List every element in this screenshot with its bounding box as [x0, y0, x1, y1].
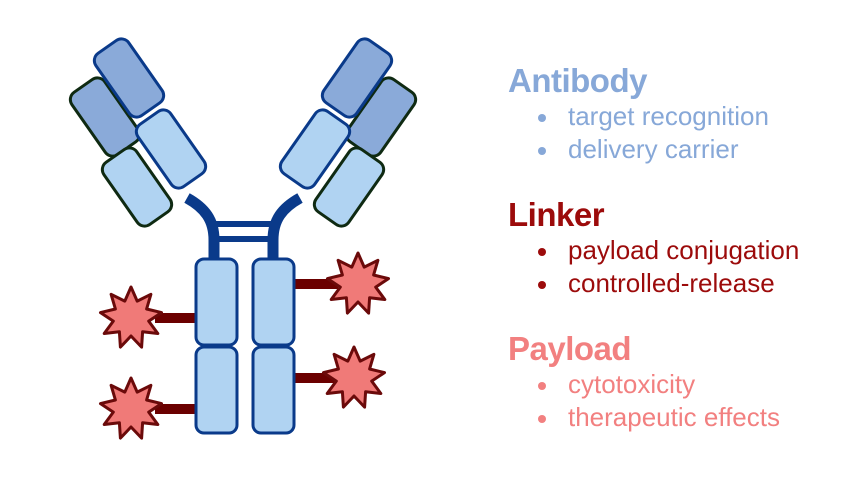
section-title-payload: Payload — [508, 330, 632, 367]
light-chain-constant-right — [312, 146, 386, 228]
list-item: controlled-release — [508, 267, 799, 300]
heavy-chain-variable-right — [320, 37, 394, 119]
list-item-text: delivery carrier — [568, 134, 739, 164]
bullet-icon — [538, 147, 546, 155]
fab-arm-left — [68, 37, 208, 228]
heavy-chain-ch1-right — [278, 108, 352, 190]
payload-star-left-upper — [99, 285, 163, 349]
section-title-linker: Linker — [508, 196, 605, 233]
bullet-icon — [538, 415, 546, 423]
fc-ch3-left — [194, 345, 239, 435]
list-item-text: payload conjugation — [568, 235, 800, 265]
bullet-icon — [538, 281, 546, 289]
legend-section-payload: Payload cytotoxicity therapeutic effects — [508, 330, 780, 434]
legend-section-antibody: Antibody target recognition delivery car… — [508, 62, 769, 166]
fab-arm-right — [278, 37, 418, 228]
list-item: target recognition — [508, 100, 769, 133]
payload-star-right-upper — [326, 251, 390, 315]
payload-star-right-lower — [322, 345, 386, 409]
list-item: payload conjugation — [508, 234, 799, 267]
list-item: therapeutic effects — [508, 401, 780, 434]
bullet-icon — [538, 114, 546, 122]
list-item-text: target recognition — [568, 101, 769, 131]
hinge-region — [184, 193, 303, 262]
list-item: delivery carrier — [508, 133, 769, 166]
list-item-text: controlled-release — [568, 268, 775, 298]
payload-star-left-lower — [99, 376, 163, 440]
light-chain-constant-left — [100, 146, 174, 228]
hinge-right-arm — [267, 193, 303, 262]
adc-diagram — [68, 37, 418, 440]
fc-region — [194, 257, 296, 435]
list-item: cytotoxicity — [508, 368, 780, 401]
list-item-text: therapeutic effects — [568, 402, 780, 432]
fc-ch3-right — [251, 345, 296, 435]
hinge-left-arm — [184, 193, 220, 262]
section-title-antibody: Antibody — [508, 62, 647, 99]
section-list-payload: cytotoxicity therapeutic effects — [508, 368, 780, 434]
section-list-linker: payload conjugation controlled-release — [508, 234, 799, 300]
bullet-icon — [538, 382, 546, 390]
payloads — [99, 251, 390, 440]
linkers — [155, 279, 338, 414]
bullet-icon — [538, 248, 546, 256]
fc-ch2-right — [251, 257, 296, 347]
fc-ch2-left — [194, 257, 239, 347]
list-item-text: cytotoxicity — [568, 369, 696, 399]
legend-section-linker: Linker payload conjugation controlled-re… — [508, 196, 799, 300]
section-list-antibody: target recognition delivery carrier — [508, 100, 769, 166]
heavy-chain-ch1-left — [134, 108, 208, 190]
heavy-chain-variable-left — [92, 37, 166, 119]
